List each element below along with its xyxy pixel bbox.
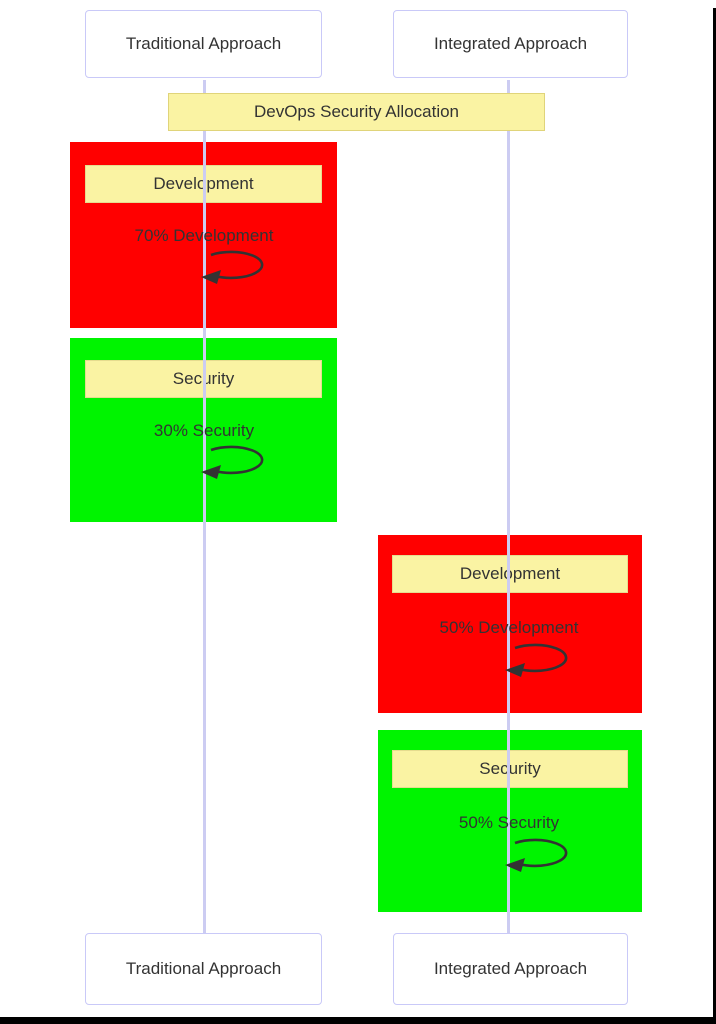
- self-message-30-security: 30% Security: [153, 421, 255, 440]
- lifeline-integrated: [507, 80, 510, 933]
- right-edge-line: [713, 8, 716, 1024]
- actor-traditional-approach-bottom: Traditional Approach: [85, 933, 322, 1005]
- self-loop-arrow: [201, 445, 264, 479]
- self-message-50-development: 50% Development: [439, 618, 579, 637]
- self-loop-arrow: [505, 643, 568, 677]
- bottom-edge-line: [0, 1017, 716, 1024]
- self-message-70-development: 70% Development: [134, 226, 274, 245]
- lifeline-traditional: [203, 80, 206, 933]
- diagram-title-note: DevOps Security Allocation: [168, 93, 545, 131]
- actor-integrated-approach-top: Integrated Approach: [393, 10, 628, 78]
- actor-traditional-approach-top: Traditional Approach: [85, 10, 322, 78]
- actor-integrated-approach-bottom: Integrated Approach: [393, 933, 628, 1005]
- self-loop-arrow: [201, 250, 264, 284]
- self-message-50-security: 50% Security: [458, 813, 560, 832]
- self-loop-arrow: [505, 838, 568, 872]
- block-label-development: Development: [392, 555, 628, 593]
- block-label-security: Security: [392, 750, 628, 788]
